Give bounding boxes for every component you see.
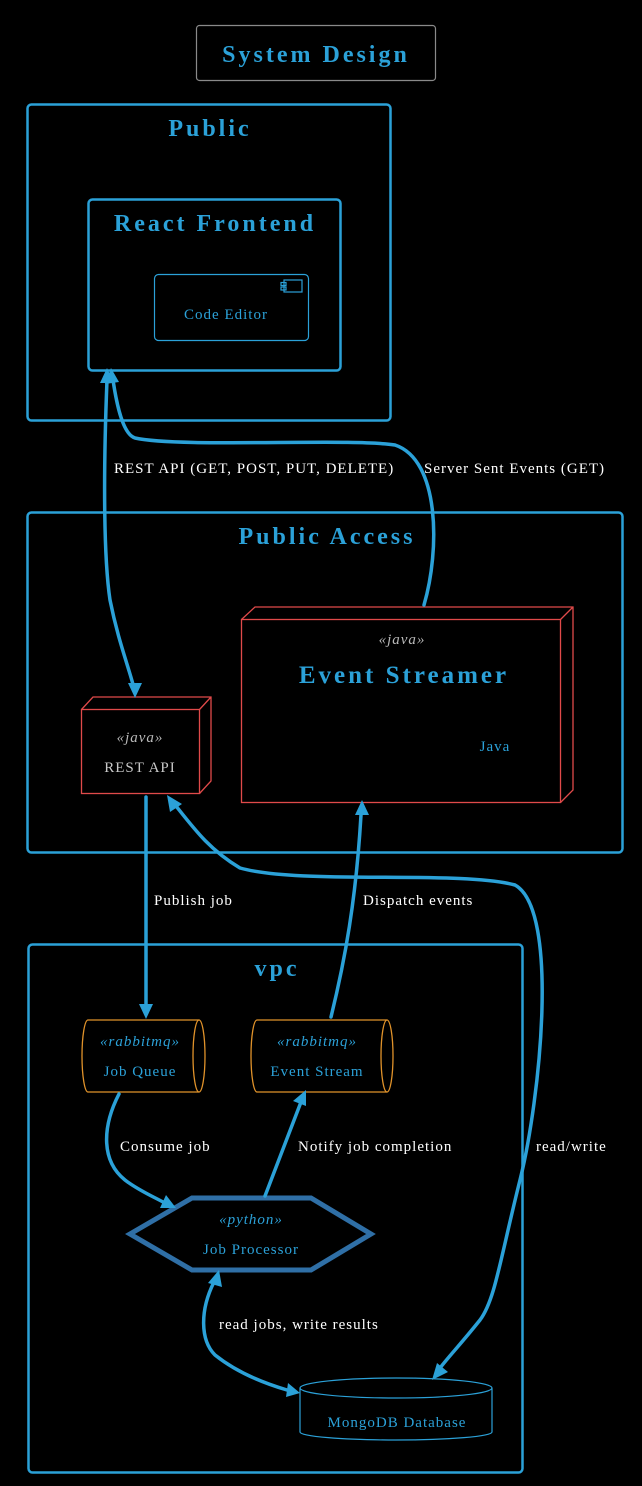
job-processor-stereotype: «python» xyxy=(219,1212,283,1228)
event-streamer-tech: Java xyxy=(480,739,511,755)
job-queue-node: «rabbitmq» Job Queue xyxy=(81,1019,206,1093)
event-streamer-stereotype: «java» xyxy=(379,632,426,648)
job-queue-label: Job Queue xyxy=(104,1064,177,1080)
cluster-react-frontend-title: React Frontend xyxy=(114,211,316,237)
event-stream-label: Event Stream xyxy=(270,1064,363,1080)
edge-publish-job xyxy=(139,795,153,1019)
edge-label-sse: Server Sent Events (GET) xyxy=(424,461,605,477)
component-icon xyxy=(280,279,303,293)
event-stream-stereotype: «rabbitmq» xyxy=(277,1034,357,1050)
rest-api-label: REST API xyxy=(104,760,176,776)
cluster-vpc-title: vpc xyxy=(255,956,300,982)
cluster-public-access-title: Public Access xyxy=(239,524,416,550)
event-stream-node: «rabbitmq» Event Stream xyxy=(250,1019,394,1093)
edge-read-write xyxy=(167,795,544,1380)
code-editor-node: Code Editor xyxy=(153,273,310,342)
edge-dispatch-events xyxy=(329,800,369,1019)
job-processor-node: «python» Job Processor xyxy=(125,1195,376,1273)
cluster-vpc: vpc xyxy=(27,943,524,1474)
edge-label-rest: REST API (GET, POST, PUT, DELETE) xyxy=(114,461,394,477)
edge-consume-job xyxy=(104,1092,176,1208)
edge-read-jobs xyxy=(201,1270,300,1397)
job-queue-stereotype: «rabbitmq» xyxy=(100,1034,180,1050)
edge-label-readjobs: read jobs, write results xyxy=(219,1317,379,1333)
edge-label-consume: Consume job xyxy=(120,1139,211,1155)
edge-label-readwrite: read/write xyxy=(536,1139,607,1155)
event-streamer-label: Event Streamer xyxy=(299,662,509,689)
cluster-public-title: Public xyxy=(168,116,251,142)
code-editor-label: Code Editor xyxy=(184,307,268,323)
edge-label-dispatch: Dispatch events xyxy=(363,893,473,909)
edge-label-publish: Publish job xyxy=(154,893,233,909)
job-processor-label: Job Processor xyxy=(203,1242,299,1258)
event-streamer-node: «java» Event Streamer Java xyxy=(240,606,574,804)
mongodb-node: MongoDB Database xyxy=(299,1377,493,1441)
diagram-title: System Design xyxy=(222,42,410,68)
cluster-react-frontend: React Frontend xyxy=(87,198,342,372)
edge-label-notify: Notify job completion xyxy=(298,1139,452,1155)
cluster-public: Public xyxy=(26,103,392,422)
rest-api-stereotype: «java» xyxy=(117,730,164,746)
edge-sse xyxy=(105,368,436,607)
cluster-public-access: Public Access xyxy=(26,511,624,854)
mongodb-label: MongoDB Database xyxy=(328,1415,467,1431)
edge-notify-completion xyxy=(263,1090,306,1198)
diagram-title-box: System Design xyxy=(195,24,437,82)
rest-api-node: «java» REST API xyxy=(80,696,212,795)
